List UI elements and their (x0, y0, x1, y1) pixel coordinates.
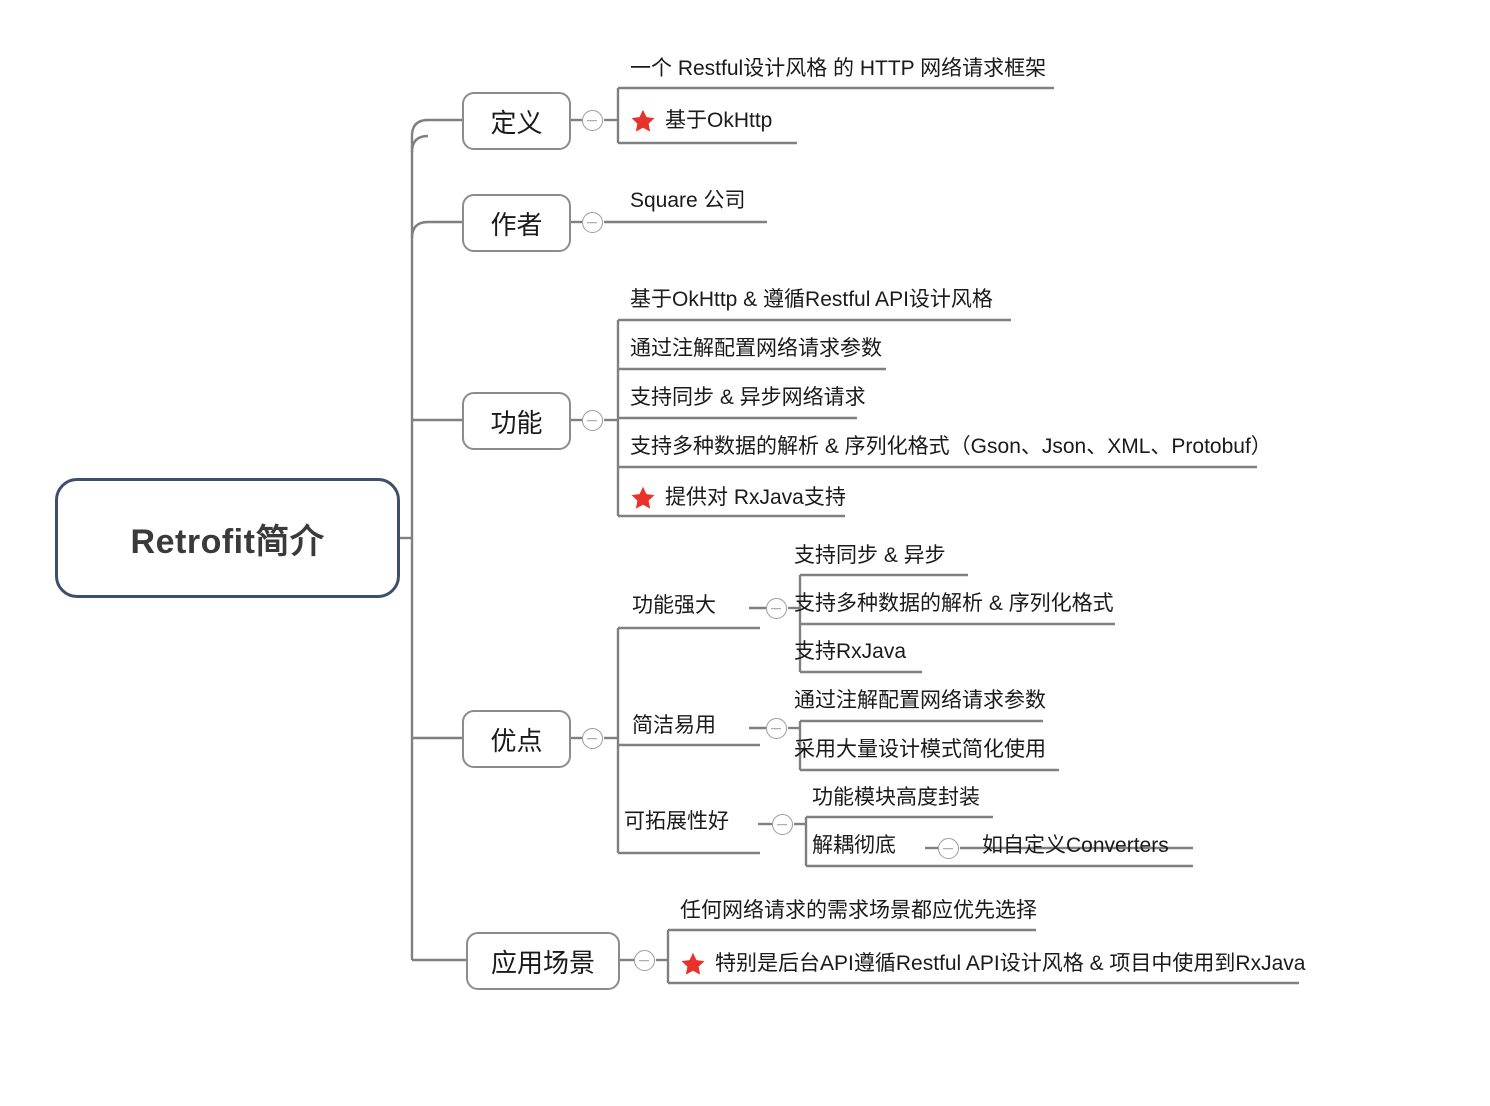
leaf-label: 采用大量设计模式简化使用 (794, 738, 1046, 761)
leaf-node[interactable]: 任何网络请求的需求场景都应优先选择 (680, 899, 1037, 922)
leaf-label: 特别是后台API遵循Restful API设计风格 & 项目中使用到RxJava (715, 951, 1306, 975)
leaf-label: 支持同步 & 异步 (794, 544, 946, 567)
collapse-toggle-decoupled[interactable] (938, 838, 959, 859)
branch-label: 优点 (490, 725, 543, 756)
leaf-label: 支持多种数据的解析 & 序列化格式 (794, 592, 1114, 615)
branch-node-advantages[interactable]: 优点 (462, 710, 571, 768)
leaf-node[interactable]: 通过注解配置网络请求参数 (794, 689, 1046, 712)
subbranch-label: 解耦彻底 (812, 834, 896, 857)
branch-node-scenarios[interactable]: 应用场景 (466, 932, 620, 990)
leaf-label: 支持RxJava (794, 640, 907, 663)
leaf-node[interactable]: 基于OkHttp (630, 106, 772, 132)
leaf-node[interactable]: 特别是后台API遵循Restful API设计风格 & 项目中使用到RxJava (680, 949, 1305, 975)
leaf-node[interactable]: 如自定义Converters (982, 834, 1169, 857)
leaf-node[interactable]: 支持同步 & 异步 (794, 544, 946, 567)
leaf-label: 通过注解配置网络请求参数 (630, 337, 882, 360)
branch-label: 定义 (490, 107, 543, 138)
leaf-node[interactable]: 支持多种数据的解析 & 序列化格式（Gson、Json、XML、Protobuf… (630, 435, 1272, 458)
subbranch-label: 功能强大 (632, 594, 716, 617)
collapse-toggle-definition[interactable] (582, 110, 603, 131)
root-label: Retrofit简介 (130, 522, 325, 561)
leaf-label: 通过注解配置网络请求参数 (794, 689, 1046, 712)
collapse-toggle-powerful[interactable] (766, 598, 787, 619)
collapse-toggle-author[interactable] (582, 212, 603, 233)
leaf-label: 功能模块高度封装 (812, 786, 980, 809)
subbranch-node[interactable]: 可拓展性好 (624, 810, 729, 833)
subbranch-node[interactable]: 解耦彻底 (812, 834, 896, 857)
leaf-node[interactable]: 通过注解配置网络请求参数 (630, 337, 882, 360)
leaf-label: 基于OkHttp (665, 108, 773, 132)
branch-node-function[interactable]: 功能 (462, 392, 571, 450)
star-icon (680, 951, 706, 977)
star-icon (630, 108, 656, 134)
leaf-node[interactable]: 采用大量设计模式简化使用 (794, 738, 1046, 761)
leaf-node[interactable]: 提供对 RxJava支持 (630, 483, 846, 509)
subbranch-label: 可拓展性好 (624, 810, 729, 833)
leaf-label: 任何网络请求的需求场景都应优先选择 (680, 899, 1037, 922)
leaf-label: 提供对 RxJava支持 (665, 485, 846, 509)
subbranch-label: 简洁易用 (632, 714, 716, 737)
leaf-label: 支持多种数据的解析 & 序列化格式（Gson、Json、XML、Protobuf… (630, 435, 1272, 458)
collapse-toggle-function[interactable] (582, 410, 603, 431)
leaf-node[interactable]: 一个 Restful设计风格 的 HTTP 网络请求框架 (630, 57, 1047, 80)
subbranch-node[interactable]: 简洁易用 (632, 714, 716, 737)
branch-node-definition[interactable]: 定义 (462, 92, 571, 150)
leaf-node[interactable]: 支持RxJava (794, 640, 907, 663)
leaf-node[interactable]: Square 公司 (630, 189, 746, 212)
subbranch-node[interactable]: 功能强大 (632, 594, 716, 617)
collapse-toggle-extensible[interactable] (772, 814, 793, 835)
leaf-node[interactable]: 基于OkHttp & 遵循Restful API设计风格 (630, 288, 993, 311)
leaf-label: 一个 Restful设计风格 的 HTTP 网络请求框架 (630, 57, 1047, 80)
star-icon (630, 485, 656, 511)
leaf-node[interactable]: 支持多种数据的解析 & 序列化格式 (794, 592, 1114, 615)
collapse-toggle-advantages[interactable] (582, 728, 603, 749)
leaf-node[interactable]: 功能模块高度封装 (812, 786, 980, 809)
branch-label: 作者 (490, 209, 543, 240)
branch-label: 功能 (490, 407, 543, 438)
leaf-label: 基于OkHttp & 遵循Restful API设计风格 (630, 288, 993, 311)
collapse-toggle-simple[interactable] (766, 718, 787, 739)
branch-label: 应用场景 (490, 947, 595, 978)
leaf-node[interactable]: 支持同步 & 异步网络请求 (630, 386, 866, 409)
leaf-label: Square 公司 (630, 189, 746, 212)
root-node[interactable]: Retrofit简介 (55, 478, 400, 598)
collapse-toggle-scenarios[interactable] (634, 950, 655, 971)
branch-node-author[interactable]: 作者 (462, 194, 571, 252)
leaf-label: 支持同步 & 异步网络请求 (630, 386, 866, 409)
leaf-label: 如自定义Converters (982, 834, 1169, 857)
